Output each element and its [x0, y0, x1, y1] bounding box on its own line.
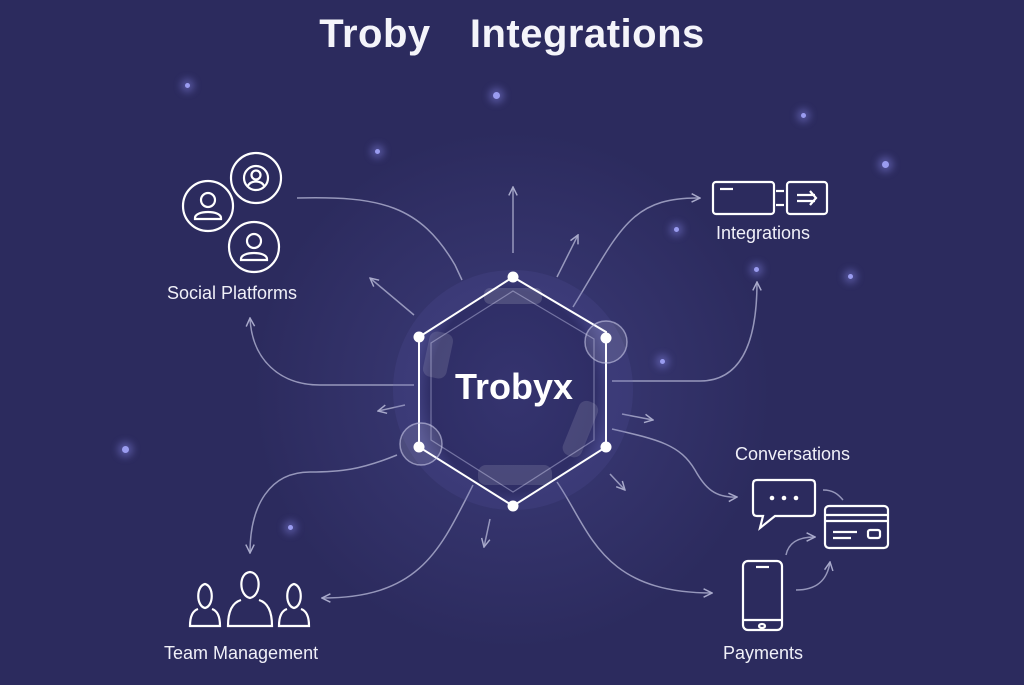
node-label-social-platforms: Social Platforms	[167, 283, 298, 303]
star-decoration	[185, 83, 190, 88]
node-label-team-management: Team Management	[164, 643, 319, 663]
star-decoration	[674, 227, 679, 232]
credit-card-icon	[823, 504, 890, 550]
star-decoration	[375, 149, 380, 154]
node-label-payments: Payments	[723, 643, 804, 663]
star-decoration	[660, 359, 665, 364]
node-label-integrations: Integrations	[716, 223, 811, 243]
star-decoration	[754, 267, 759, 272]
connector-lines	[250, 187, 844, 598]
star-decoration	[288, 525, 293, 530]
connected-panels-arrow-icon	[711, 180, 829, 216]
smartphone-icon	[741, 559, 784, 632]
user-circles-icon	[181, 151, 283, 274]
hub-label: Trobyx	[454, 366, 574, 407]
star-decoration	[122, 446, 129, 453]
star-decoration	[801, 113, 806, 118]
star-decoration	[882, 161, 889, 168]
team-people-icon	[188, 570, 311, 628]
chat-bubble-icon	[751, 478, 817, 531]
hub-hexagon	[393, 270, 633, 512]
star-decoration	[848, 274, 853, 279]
star-decoration	[493, 92, 500, 99]
page-title: Troby Integrations	[319, 12, 705, 56]
node-label-conversations: Conversations	[735, 444, 851, 464]
